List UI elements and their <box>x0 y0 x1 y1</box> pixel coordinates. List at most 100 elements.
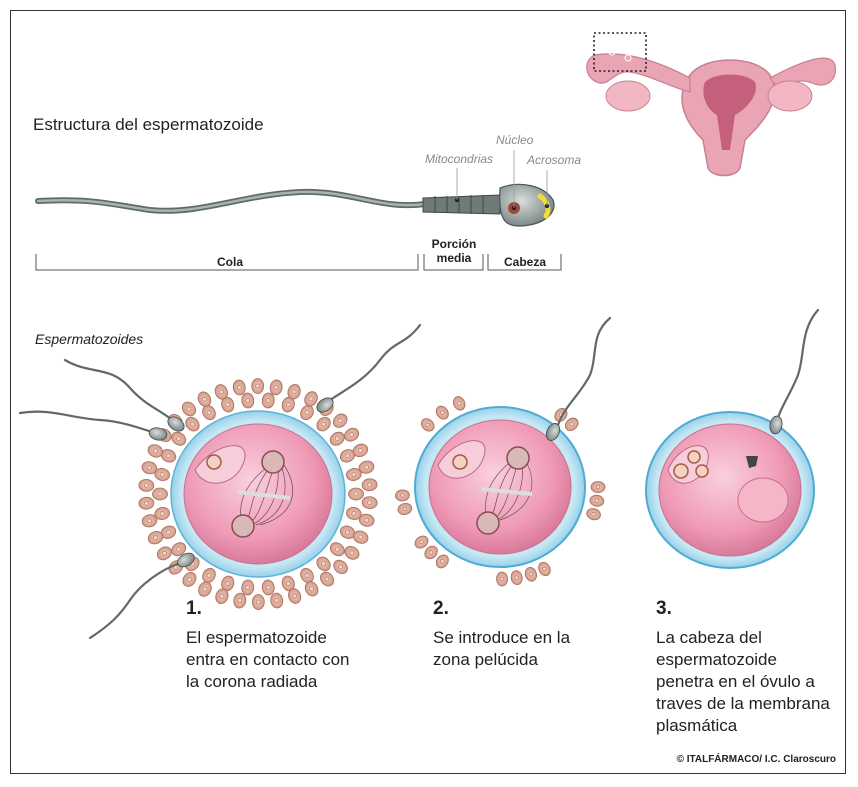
corona-cell <box>333 559 348 575</box>
corona-cell <box>147 530 164 545</box>
corona-cell <box>352 443 369 458</box>
corona-cell <box>586 508 601 521</box>
corona-cell <box>270 592 284 609</box>
corona-cell <box>202 567 216 583</box>
step-1-number: 1. <box>186 598 202 619</box>
copyright: © ITALFÁRMACO/ I.C. Claroscuro <box>676 754 836 765</box>
corona-cell <box>316 556 331 572</box>
corona-cell <box>435 405 449 420</box>
egg-stage-1 <box>138 378 378 610</box>
corona-cell <box>141 461 158 475</box>
diagram-frame <box>10 10 846 774</box>
corona-cell <box>221 575 235 592</box>
corona-cell <box>251 594 265 610</box>
segment-cola: Cola <box>216 255 243 269</box>
corona-cell <box>435 554 449 569</box>
corona-cell <box>424 545 438 560</box>
corona-cell <box>138 496 155 510</box>
egg-stage-2 <box>395 396 606 587</box>
corona-cell <box>138 478 155 492</box>
corona-cell <box>564 417 579 431</box>
corona-cell <box>496 571 508 587</box>
corona-cell <box>232 379 246 396</box>
corona-cell <box>233 592 247 609</box>
corona-cell <box>348 487 364 501</box>
corona-cell <box>154 467 170 481</box>
corona-cell <box>171 542 187 557</box>
label-espermatozoides: Espermatozoides <box>35 331 144 347</box>
corona-cell <box>181 401 196 417</box>
sperm-structure <box>35 150 562 271</box>
step-3-text: La cabeza del espermatozoide penetra en … <box>656 628 830 735</box>
segment-porcion-media: Porción media <box>431 237 477 265</box>
sperm-cell <box>88 552 195 640</box>
corona-cell <box>316 416 331 432</box>
sperm-cell <box>769 308 820 435</box>
egg-stage-3 <box>645 411 815 569</box>
page-title: Estructura del espermatozoide <box>33 115 264 134</box>
corona-cell <box>395 489 410 502</box>
corona-cell <box>332 413 348 428</box>
segment-brackets <box>35 254 562 271</box>
corona-cell <box>420 418 435 432</box>
label-nucleo: Núcleo <box>496 133 534 147</box>
corona-radiata-cells <box>395 396 606 587</box>
corona-cell <box>241 392 255 409</box>
step-2-text: Se introduce en la zona pelúcida <box>433 628 571 669</box>
corona-cell <box>182 572 197 587</box>
corona-cell <box>147 444 163 458</box>
corona-cell <box>358 513 375 527</box>
uterus-illustration <box>586 32 837 177</box>
step-3-number: 3. <box>656 598 672 619</box>
corona-cell <box>339 525 356 539</box>
corona-cell <box>353 530 369 544</box>
corona-cell <box>361 478 378 492</box>
sperm-cells <box>18 308 820 640</box>
corona-cell <box>288 588 302 604</box>
corona-cell <box>141 514 158 528</box>
sperm-cell <box>545 316 612 441</box>
corona-cell <box>197 391 212 407</box>
corona-cell <box>358 460 375 474</box>
corona-cell <box>346 507 362 521</box>
sperm-cell <box>63 358 185 432</box>
corona-cell <box>346 467 362 481</box>
label-mitocondrias: Mitocondrias <box>425 152 494 166</box>
corona-cell <box>344 545 360 560</box>
corona-cell <box>261 579 275 596</box>
corona-cell <box>414 535 429 549</box>
corona-cell <box>152 487 168 501</box>
corona-cell <box>287 384 301 400</box>
corona-cell <box>361 496 378 510</box>
corona-cell <box>524 567 537 582</box>
corona-cell <box>251 378 265 394</box>
corona-cell <box>590 481 606 493</box>
segment-cabeza: Cabeza <box>503 255 547 269</box>
corona-cell <box>304 391 318 407</box>
corona-cell <box>156 546 172 561</box>
corona-cell <box>185 416 200 432</box>
corona-cell <box>241 579 255 596</box>
corona-cell <box>300 567 314 583</box>
corona-cell <box>171 431 187 446</box>
corona-cell <box>339 449 356 463</box>
step-1-text: El espermatozoide entra en contacto con … <box>186 628 350 691</box>
sperm-cell <box>316 323 422 413</box>
corona-cell <box>538 561 551 577</box>
corona-cell <box>198 581 212 597</box>
corona-cell <box>344 427 360 442</box>
corona-cell <box>510 570 523 586</box>
corona-cell <box>154 507 170 521</box>
corona-cell <box>300 405 314 421</box>
corona-cell <box>160 525 177 539</box>
corona-cell <box>453 396 466 411</box>
sperm-cell <box>18 410 168 441</box>
corona-cell <box>320 571 335 587</box>
corona-cell <box>221 396 235 413</box>
corona-cell <box>214 384 228 400</box>
corona-cell <box>329 542 345 557</box>
corona-cell <box>329 431 345 446</box>
corona-cell <box>304 581 319 597</box>
corona-cell <box>215 588 229 605</box>
